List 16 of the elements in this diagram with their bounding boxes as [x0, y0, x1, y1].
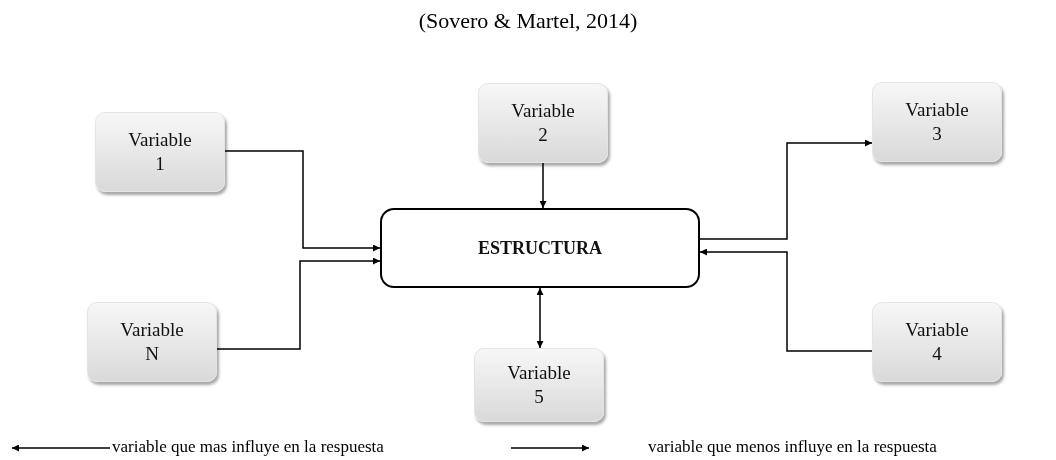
arrow	[699, 248, 873, 352]
variable-box: Variable 4	[872, 302, 1002, 382]
variable-box: Variable 1	[95, 112, 225, 192]
arrow	[224, 150, 381, 252]
variable-box: Variable 3	[872, 82, 1002, 162]
arrow	[216, 257, 381, 350]
arrow	[536, 287, 544, 349]
arrow	[699, 139, 873, 240]
arrow	[539, 162, 547, 209]
variable-box: Variable N	[87, 302, 217, 382]
legend-text: variable que menos influye en la respuesta	[648, 437, 937, 457]
citation-title: (Sovero & Martel, 2014)	[417, 8, 639, 34]
variable-box: Variable 5	[474, 348, 604, 422]
variable-box: Variable 2	[478, 83, 608, 163]
process-box: ESTRUCTURA	[380, 208, 700, 288]
legend-text: variable que mas influye en la respuesta	[112, 437, 384, 457]
